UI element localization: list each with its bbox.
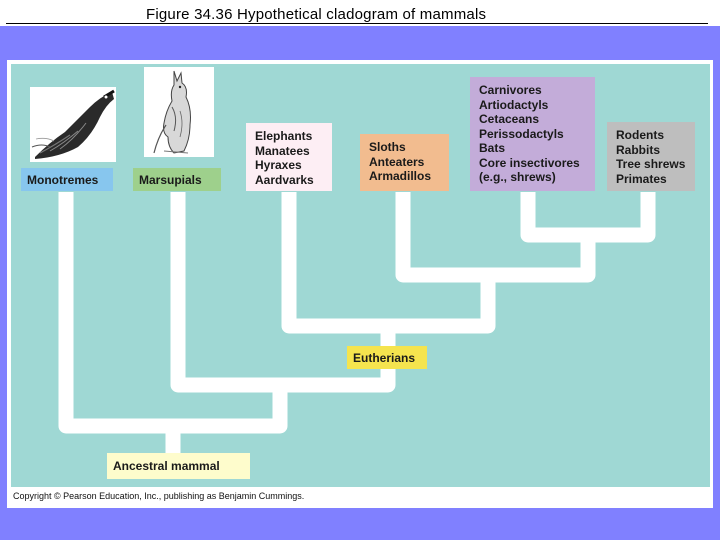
figure-header: Figure 34.36 Hypothetical cladogram of m… xyxy=(0,0,720,26)
euarchontoglires-line: Primates xyxy=(616,171,667,186)
laurasiatheria-line: Cetaceans xyxy=(479,112,540,126)
laurasiatheria-line: Carnivores xyxy=(479,83,542,97)
afrotheria-label: Elephants Manatees Hyraxes Aardvarks xyxy=(246,123,332,191)
afrotheria-line: Hyraxes xyxy=(255,158,302,172)
marsupials-label: Marsupials xyxy=(133,168,221,191)
monotremes-label: Monotremes xyxy=(21,168,113,191)
xenarthra-line: Sloths xyxy=(369,140,406,154)
platypus-icon xyxy=(30,87,116,162)
figure-title: Figure 34.36 Hypothetical cladogram of m… xyxy=(146,6,487,23)
laurasiatheria-line: Perissodactyls xyxy=(479,126,564,141)
laurasiatheria-line: Core insectivores xyxy=(479,155,580,170)
branch-afrotheria-rest xyxy=(281,192,496,334)
title-underline xyxy=(6,23,708,24)
afrotheria-line: Elephants xyxy=(255,129,313,143)
kangaroo-icon xyxy=(144,67,214,157)
euarchontoglires-label: Rodents Rabbits Tree shrews Primates xyxy=(607,122,695,191)
ancestral-mammal-label: Ancestral mammal xyxy=(107,453,250,479)
laurasiatheria-label: Carnivores Artiodactyls Cetaceans Periss… xyxy=(470,77,595,191)
eutherians-label: Eutherians xyxy=(347,346,427,369)
afrotheria-line: Aardvarks xyxy=(255,172,314,187)
xenarthra-line: Armadillos xyxy=(369,169,432,183)
laurasiatheria-line: (e.g., shrews) xyxy=(479,170,556,184)
kangaroo-illustration xyxy=(144,67,214,157)
branch-rodents-laurasiatheria xyxy=(520,192,656,243)
laurasiatheria-line: Bats xyxy=(479,141,506,155)
xenarthra-label: Sloths Anteaters Armadillos xyxy=(360,134,449,191)
euarchontoglires-line: Tree shrews xyxy=(616,157,686,171)
copyright-notice: Copyright © Pearson Education, Inc., pub… xyxy=(13,491,305,501)
euarchontoglires-line: Rodents xyxy=(616,128,664,142)
afrotheria-line: Manatees xyxy=(255,143,310,158)
euarchontoglires-line: Rabbits xyxy=(616,142,661,157)
platypus-illustration xyxy=(30,87,116,162)
xenarthra-line: Anteaters xyxy=(369,154,425,169)
laurasiatheria-line: Artiodactyls xyxy=(479,97,549,112)
